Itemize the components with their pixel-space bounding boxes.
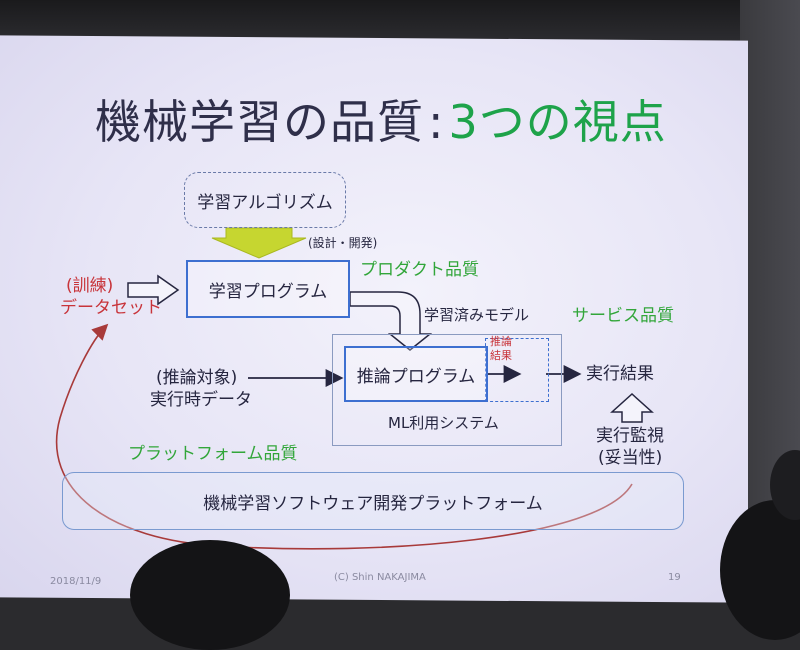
training-label-1: (訓練) xyxy=(66,276,114,296)
learning-program-box: 学習プログラム xyxy=(186,260,350,318)
inference-result-small-2: 結果 xyxy=(490,349,512,362)
room-background-top xyxy=(0,0,800,42)
inference-input-label-2: 実行時データ xyxy=(150,390,252,410)
inference-input-label-1: (推論対象) xyxy=(156,368,238,388)
feedback-loop-arrow xyxy=(55,323,633,550)
service-quality-label: サービス品質 xyxy=(572,306,674,326)
algorithm-label: 学習アルゴリズム xyxy=(197,192,333,213)
dataset-hollow-arrow xyxy=(127,274,180,306)
model-hollow-arrow xyxy=(349,291,433,351)
product-quality-label: プロダクト品質 xyxy=(360,260,479,280)
ml-system-box xyxy=(332,334,562,446)
ml-system-label: ML利用システム xyxy=(388,414,499,432)
slide-title: 機械学習の品質:3つの視点 xyxy=(95,92,667,152)
algorithm-box: 学習アルゴリズム xyxy=(184,172,346,228)
platform-label: 機械学習ソフトウェア開発プラットフォーム xyxy=(203,493,543,514)
training-label-2: データセット xyxy=(60,298,162,318)
inference-result-small-1: 推論 xyxy=(490,335,512,348)
title-main: 機械学習の品質 xyxy=(95,95,424,149)
inference-program-box: 推論プログラム xyxy=(344,346,488,402)
monitoring-hollow-arrow xyxy=(610,392,654,423)
monitoring-label-1: 実行監視 xyxy=(596,426,664,446)
footer-date: 2018/11/9 xyxy=(50,576,102,587)
inference-result-box xyxy=(485,338,549,402)
execution-result-label: 実行結果 xyxy=(586,364,654,384)
title-colon: : xyxy=(428,95,445,149)
footer-author: (C) Shin NAKAJIMA xyxy=(334,572,426,583)
audience-head-left xyxy=(130,540,290,650)
design-dev-label: (設計・開発) xyxy=(308,236,378,250)
platform-quality-label: プラットフォーム品質 xyxy=(128,444,298,464)
learning-program-label: 学習プログラム xyxy=(208,281,328,302)
trained-model-label: 学習済みモデル xyxy=(424,306,530,324)
design-arrow-yellow xyxy=(211,227,307,259)
platform-box: 機械学習ソフトウェア開発プラットフォーム xyxy=(62,472,684,530)
inference-program-label: 推論プログラム xyxy=(356,366,476,387)
footer-page: 19 xyxy=(668,572,681,583)
title-sub: 3つの視点 xyxy=(448,95,667,149)
diagram-arrows xyxy=(55,227,654,550)
monitoring-label-2: (妥当性) xyxy=(598,448,663,468)
